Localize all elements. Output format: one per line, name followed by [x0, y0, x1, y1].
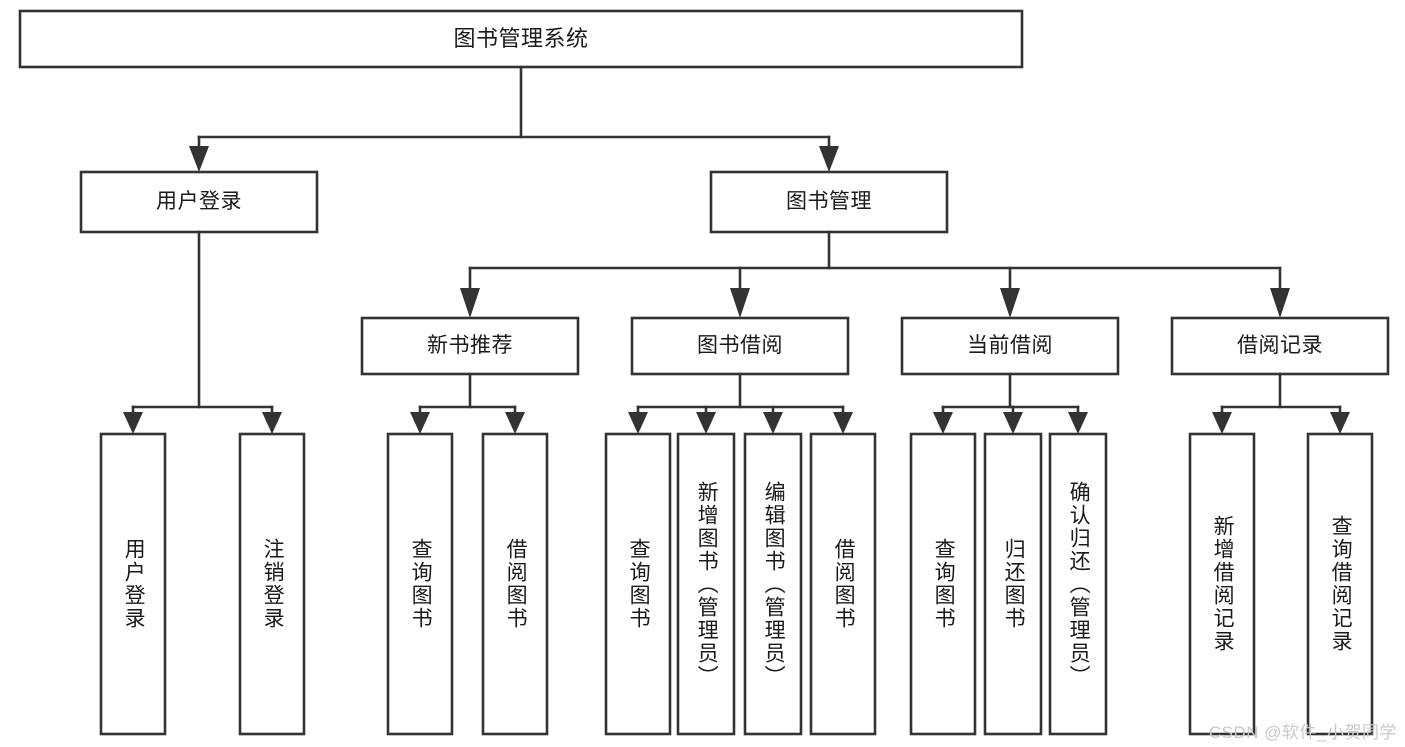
arrow-head-icon: [628, 412, 648, 434]
arrow-head-icon: [1003, 412, 1023, 434]
connector-book-borrow-to-leaves: [628, 372, 853, 434]
node-box-borrow-record[interactable]: [1170, 316, 1390, 376]
node-box-leaf-query-book-2[interactable]: [604, 432, 672, 736]
node-box-root[interactable]: [18, 9, 1024, 69]
arrow-head-icon: [505, 412, 525, 434]
connector-new-book-recommend-to-leaves: [410, 372, 525, 434]
arrow-head-icon: [1068, 412, 1088, 434]
arrow-head-icon: [1330, 412, 1350, 434]
node-box-leaf-confirm-return[interactable]: [1048, 432, 1108, 736]
node-box-leaf-query-book-3[interactable]: [909, 432, 977, 736]
arrow-head-icon: [1270, 288, 1290, 318]
node-box-leaf-add-book[interactable]: [676, 432, 736, 736]
arrow-head-icon: [833, 412, 853, 434]
node-box-book-manage[interactable]: [709, 170, 949, 234]
connector-root-to-level2: [189, 65, 839, 172]
arrow-head-icon: [262, 412, 282, 434]
arrow-head-icon: [1212, 412, 1232, 434]
arrow-head-icon: [410, 412, 430, 434]
arrow-head-icon: [933, 412, 953, 434]
arrow-head-icon: [819, 146, 839, 172]
node-box-current-borrow[interactable]: [900, 316, 1120, 376]
node-box-leaf-borrow-book-1[interactable]: [481, 432, 549, 736]
arrow-head-icon: [763, 412, 783, 434]
arrow-head-icon: [189, 146, 209, 172]
arrow-head-icon: [730, 288, 750, 318]
node-box-leaf-user-login[interactable]: [99, 432, 167, 736]
node-box-leaf-logout-login[interactable]: [238, 432, 306, 736]
connector-borrow-record-to-leaves: [1212, 372, 1350, 434]
node-box-leaf-return-book[interactable]: [983, 432, 1043, 736]
node-box-leaf-borrow-book-2[interactable]: [809, 432, 877, 736]
node-box-user-login[interactable]: [79, 170, 319, 234]
arrow-head-icon: [123, 412, 143, 434]
node-box-book-borrow[interactable]: [630, 316, 850, 376]
connector-book-manage-to-level3: [460, 230, 1290, 318]
node-box-leaf-add-record[interactable]: [1188, 432, 1256, 736]
arrow-head-icon: [696, 412, 716, 434]
node-box-new-book-recommend[interactable]: [360, 316, 580, 376]
arrow-head-icon: [460, 288, 480, 318]
node-box-leaf-query-record[interactable]: [1306, 432, 1374, 736]
node-box-leaf-edit-book[interactable]: [743, 432, 803, 736]
connector-user-login-to-leaves: [123, 230, 282, 434]
arrow-head-icon: [1000, 288, 1020, 318]
connector-current-borrow-to-leaves: [933, 372, 1088, 434]
node-box-leaf-query-book-1[interactable]: [386, 432, 454, 736]
